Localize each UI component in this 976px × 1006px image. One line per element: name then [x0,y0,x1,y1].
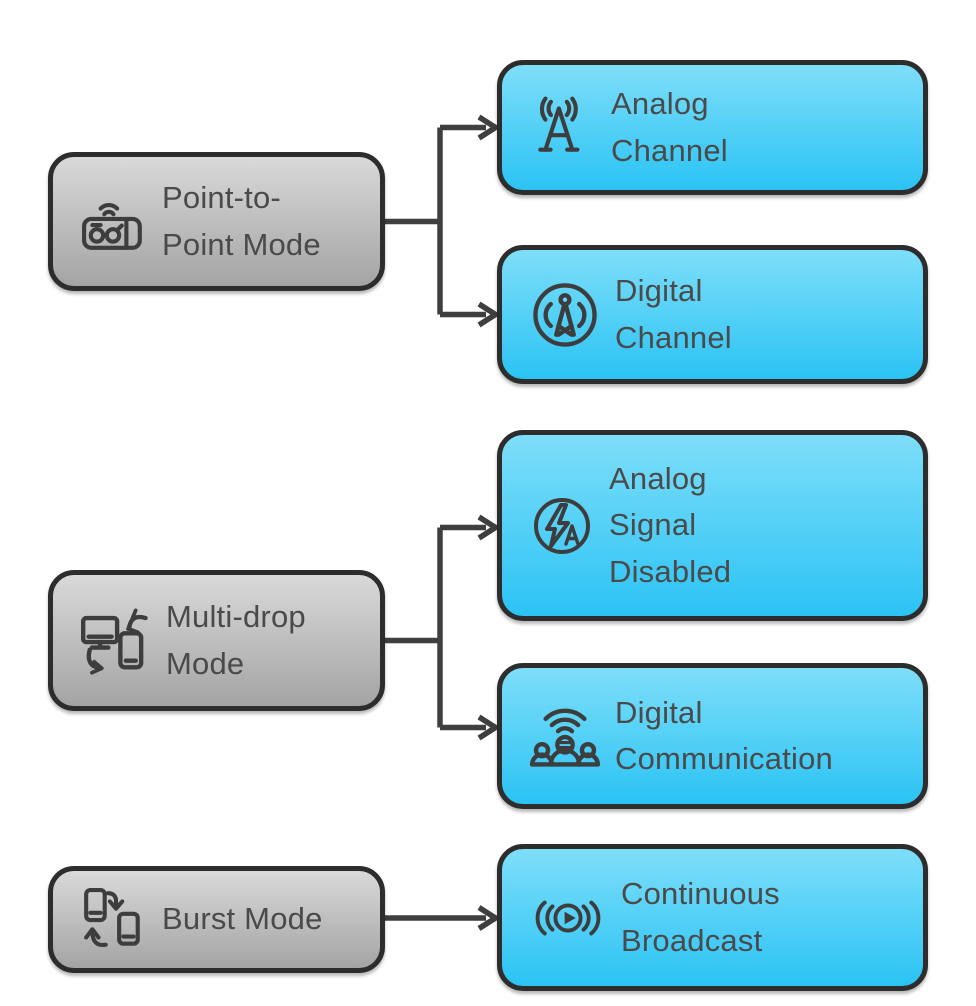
analog-flash-circle-icon [534,497,590,554]
radio-wireless-icon [82,202,142,250]
arrowhead-icon [477,301,501,328]
edge-burst [385,905,501,931]
node-point-to-point-mode: Point-to-Point Mode [48,152,385,291]
arrowhead-icon [477,514,501,541]
analog-a-signal-icon [538,96,580,152]
node-label: Point-to-Point Mode [162,180,321,262]
node-label: Analog Channel [611,86,728,168]
node-burst-mode: Burst Mode [48,866,385,973]
node-label: Digital Communication [615,694,833,777]
node-multi-drop-mode: Multi-drop Mode [48,570,385,711]
group-wireless-icon [530,708,600,767]
node-digital-communication: Digital Communication [497,663,928,809]
node-analog-signal-disabled: Analog Signal Disabled [497,430,928,621]
arrow-down-icon [107,898,125,911]
broadcast-tower-icon [533,282,597,347]
arrowhead-icon [477,714,501,741]
node-label: Digital Channel [615,273,732,355]
edge-multidrop-branch [385,514,501,741]
node-label: Continuous Broadcast [621,876,780,958]
node-analog-channel: Analog Channel [497,60,928,195]
node-label: Analog Signal Disabled [609,460,732,589]
arrow-up-icon [84,926,101,940]
node-digital-channel: Digital Channel [497,245,928,384]
node-continuous-broadcast: Continuous Broadcast [497,844,928,991]
node-label: Burst Mode [162,901,323,937]
arrow-up-icon [126,608,140,634]
phone-transfer-icon [84,887,140,947]
node-label: Multi-drop Mode [166,599,306,681]
arrow-down-icon [90,659,104,675]
device-sync-icon [81,608,148,675]
arrowhead-icon [477,905,501,931]
live-broadcast-icon [535,900,601,935]
edge-p2p-branch [385,114,501,328]
arrowhead-icon [477,114,501,141]
